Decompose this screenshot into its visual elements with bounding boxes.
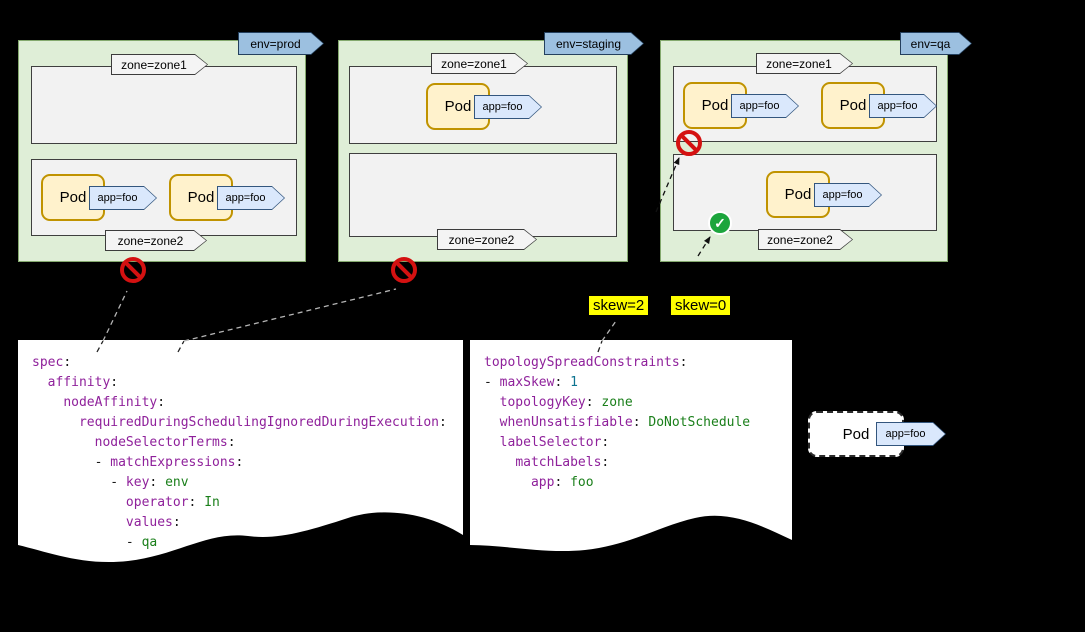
cluster-env-staging: zone=zone1 Pod app=foo zone=zone2 env=st… <box>338 40 628 262</box>
pod-label: Pod <box>842 425 870 443</box>
app-foo-tag: app=foo <box>869 94 937 118</box>
flag-fill-shape <box>545 33 643 54</box>
no-entry-icon <box>120 257 146 283</box>
flag-fill-shape <box>815 184 881 206</box>
zone2-flag: zone=zone2 <box>758 229 853 250</box>
flag-fill-shape <box>106 231 206 250</box>
pod-label: Pod <box>784 186 812 203</box>
pod-label: Pod <box>59 189 87 206</box>
zone1-flag: zone=zone1 <box>111 54 208 75</box>
app-foo-tag: app=foo <box>217 186 285 210</box>
app-foo-tag: app=foo <box>814 183 882 207</box>
flag-fill-shape <box>438 230 536 249</box>
zone2-box <box>349 153 617 237</box>
app-foo-tag: app=foo <box>731 94 799 118</box>
yaml-code: spec: affinity: nodeAffinity: requiredDu… <box>32 355 447 550</box>
zone2-flag: zone=zone2 <box>105 230 207 251</box>
pod-label: Pod <box>701 97 729 114</box>
yaml-code: topologySpreadConstraints:- maxSkew: 1 t… <box>484 355 751 490</box>
flag-fill-shape <box>759 230 852 249</box>
env-prod-flag: env=prod <box>238 32 324 55</box>
tag-label: app=foo <box>97 192 138 204</box>
tag-label: app=foo <box>822 189 863 201</box>
flag-fill-shape <box>870 95 936 117</box>
pod: Pod app=foo <box>766 171 882 218</box>
zone-label: zone=zone2 <box>448 232 515 247</box>
env-label: env=prod <box>250 36 301 51</box>
flag-fill-shape <box>90 187 156 209</box>
no-entry-icon <box>391 257 417 283</box>
flag-fill-shape <box>239 33 323 54</box>
flag-fill-shape <box>757 54 852 73</box>
env-label: env=staging <box>555 36 622 51</box>
pod: Pod app=foo <box>426 83 542 130</box>
no-entry-icon <box>676 130 702 156</box>
cluster-env-prod: zone=zone1 Pod app=foo Pod app=foo zone=… <box>18 40 306 262</box>
env-label: env=qa <box>910 36 951 51</box>
app-foo-tag: app=foo <box>474 95 542 119</box>
zone-label: zone=zone1 <box>766 56 832 71</box>
zone-label: zone=zone1 <box>441 56 507 71</box>
pod-label: Pod <box>444 98 472 115</box>
zone-label: zone=zone2 <box>117 233 184 248</box>
app-foo-tag: app=foo <box>89 186 157 210</box>
tag-label: app=foo <box>225 192 266 204</box>
flag-fill-shape <box>901 33 971 54</box>
check-icon: ✓ <box>708 211 732 235</box>
skew-label-zone2: skew=0 <box>671 296 731 315</box>
flag-fill-shape <box>732 95 798 117</box>
torn-paper-shape <box>470 340 792 552</box>
flag-fill-shape <box>877 423 945 445</box>
zone-label: zone=zone2 <box>767 232 833 247</box>
zone1-box <box>31 66 297 144</box>
tag-label: app=foo <box>739 100 780 112</box>
pod-label: Pod <box>839 97 867 114</box>
pod: Pod app=foo <box>169 174 285 221</box>
zone-label: zone=zone1 <box>121 57 187 72</box>
zone2-flag: zone=zone2 <box>437 229 537 250</box>
env-staging-flag: env=staging <box>544 32 644 55</box>
tag-label: app=foo <box>885 428 926 440</box>
incoming-pod: Pod app=foo <box>808 411 948 457</box>
env-qa-flag: env=qa <box>900 32 972 55</box>
app-foo-tag: app=foo <box>876 422 946 446</box>
skew-label-zone1: skew=2 <box>589 296 649 315</box>
pod: Pod app=foo <box>41 174 157 221</box>
zone1-flag: zone=zone1 <box>431 53 528 74</box>
pod: Pod app=foo <box>683 82 799 129</box>
tag-label: app=foo <box>482 101 523 113</box>
yaml-snippet-node-affinity: spec: affinity: nodeAffinity: requiredDu… <box>18 340 463 570</box>
tag-label: app=foo <box>877 100 918 112</box>
flag-fill-shape <box>432 54 527 73</box>
flag-fill-shape <box>112 55 207 74</box>
pod-label: Pod <box>187 189 215 206</box>
flag-fill-shape <box>218 187 284 209</box>
pod: Pod app=foo <box>821 82 937 129</box>
zone1-flag: zone=zone1 <box>756 53 853 74</box>
yaml-snippet-topology-spread: topologySpreadConstraints:- maxSkew: 1 t… <box>470 340 792 560</box>
cluster-env-qa: zone=zone1 Pod app=foo Pod app=foo Pod <box>660 40 948 262</box>
torn-paper-shape <box>18 340 463 563</box>
flag-fill-shape <box>475 96 541 118</box>
